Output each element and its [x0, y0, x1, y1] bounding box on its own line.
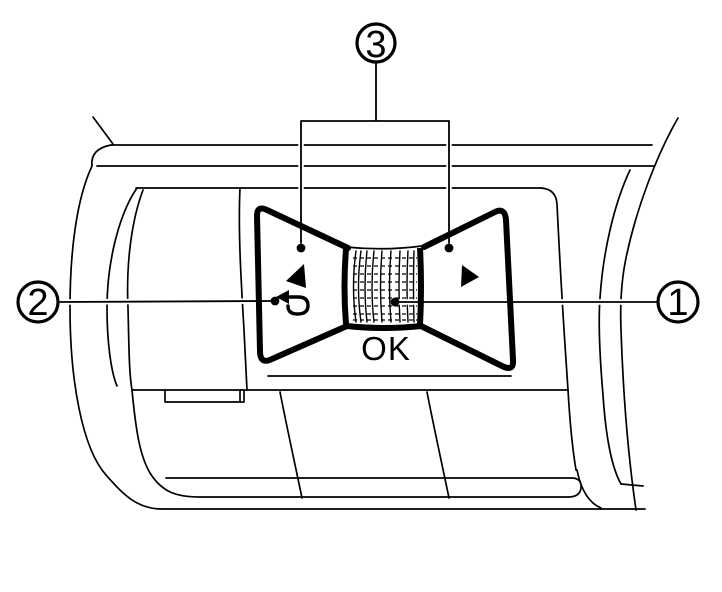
callout-2-number: 2	[27, 282, 48, 324]
inner-bezel-right-corner	[576, 469, 602, 509]
pillar-outer-curve	[619, 117, 679, 511]
callout-1-circle	[656, 280, 700, 324]
wheel-top-edge	[345, 245, 423, 250]
wheel-left-frame	[341, 248, 349, 325]
inner-bezel-right	[540, 187, 577, 471]
back-icon	[276, 290, 310, 316]
callout-3-number: 3	[365, 24, 386, 66]
top-left-diagonal-line	[92, 116, 114, 145]
lower-divider-right	[426, 391, 450, 499]
leader-dot-3-right	[444, 243, 454, 253]
leader-lines	[57, 61, 658, 305]
pillar-inner-curve	[598, 169, 631, 485]
callout-3-circle	[355, 22, 397, 64]
scroll-wheel-texture	[345, 245, 423, 323]
left-inner-curve	[106, 187, 138, 387]
control-pad-outline	[254, 205, 517, 371]
left-arrow-icon	[286, 264, 306, 288]
dashboard-outline	[69, 116, 679, 511]
pillar-connector-line	[620, 483, 644, 487]
callout-2: 2	[16, 280, 60, 324]
leader-line-3	[300, 61, 450, 244]
leader-line-2	[57, 300, 273, 303]
left-panel-divider	[238, 187, 248, 391]
callout-1-number: 1	[667, 282, 688, 324]
lower-divider-left	[279, 391, 303, 499]
trim-strip-left-cap	[91, 144, 112, 167]
right-arrow-icon	[461, 265, 479, 287]
leader-dot-2	[270, 296, 280, 306]
control-pad: OK	[254, 205, 517, 371]
outer-shell-left-bottom	[69, 165, 646, 510]
leader-dot-3-left	[296, 243, 306, 253]
callout-3: 3	[355, 22, 397, 66]
callout-1: 1	[656, 280, 700, 324]
ok-label: OK	[361, 330, 411, 367]
wheel-right-frame	[417, 247, 424, 326]
slot-recess	[164, 389, 245, 403]
leader-dot-1	[390, 297, 400, 307]
callout-2-circle	[16, 280, 60, 324]
